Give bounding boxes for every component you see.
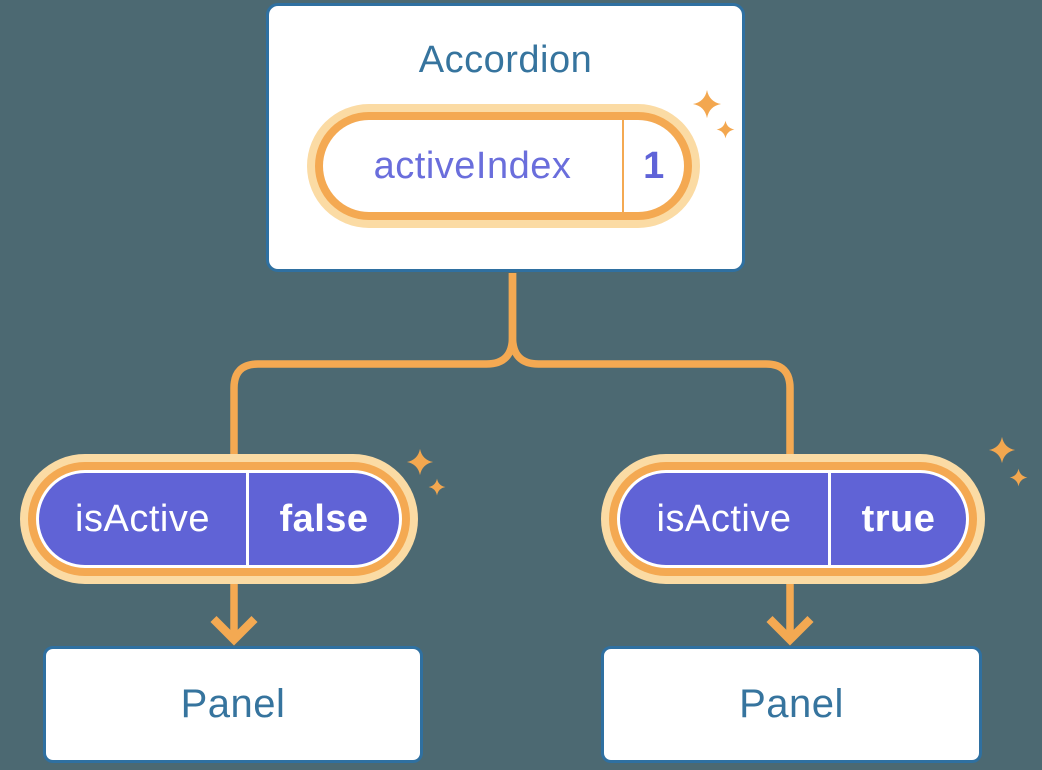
pill-divider <box>622 120 624 212</box>
arrow-down-icon <box>766 615 814 646</box>
panel-card-right: Panel <box>601 646 982 763</box>
panel-title: Panel <box>739 682 844 726</box>
pill-divider <box>246 473 249 565</box>
prop-name: isActive <box>656 497 792 540</box>
prop-pill-inner-ring: isActive true <box>617 470 969 568</box>
sparkle-icon <box>692 89 722 119</box>
prop-pill-isactive-false: isActive false <box>20 454 418 584</box>
prop-pill-body: isActive true <box>620 473 966 565</box>
sparkle-icon <box>428 478 446 496</box>
prop-pill-ring: isActive false <box>28 462 410 576</box>
panel-card-left: Panel <box>43 646 423 763</box>
state-value: 1 <box>643 144 665 187</box>
prop-pill-ring: isActive true <box>609 462 977 576</box>
prop-value: true <box>861 497 936 540</box>
panel-title: Panel <box>180 682 286 726</box>
prop-value: false <box>279 497 369 540</box>
prop-pill-isactive-true: isActive true <box>601 454 985 584</box>
sparkle-icon <box>1009 468 1028 487</box>
state-name: activeIndex <box>373 144 572 187</box>
sparkle-icon <box>406 448 434 476</box>
prop-pill-body: isActive false <box>39 473 399 565</box>
accordion-title: Accordion <box>418 39 593 81</box>
arrow-down-icon <box>210 615 258 646</box>
branch-right-line <box>508 273 794 634</box>
sparkle-icon <box>988 436 1016 464</box>
sparkle-icon <box>716 120 735 139</box>
state-pill-ring: activeIndex 1 <box>315 112 692 220</box>
state-pill-body: activeIndex 1 <box>323 120 684 212</box>
state-pill: activeIndex 1 <box>307 104 700 228</box>
prop-pill-inner-ring: isActive false <box>36 470 402 568</box>
pill-divider <box>828 473 831 565</box>
prop-name: isActive <box>75 497 210 540</box>
